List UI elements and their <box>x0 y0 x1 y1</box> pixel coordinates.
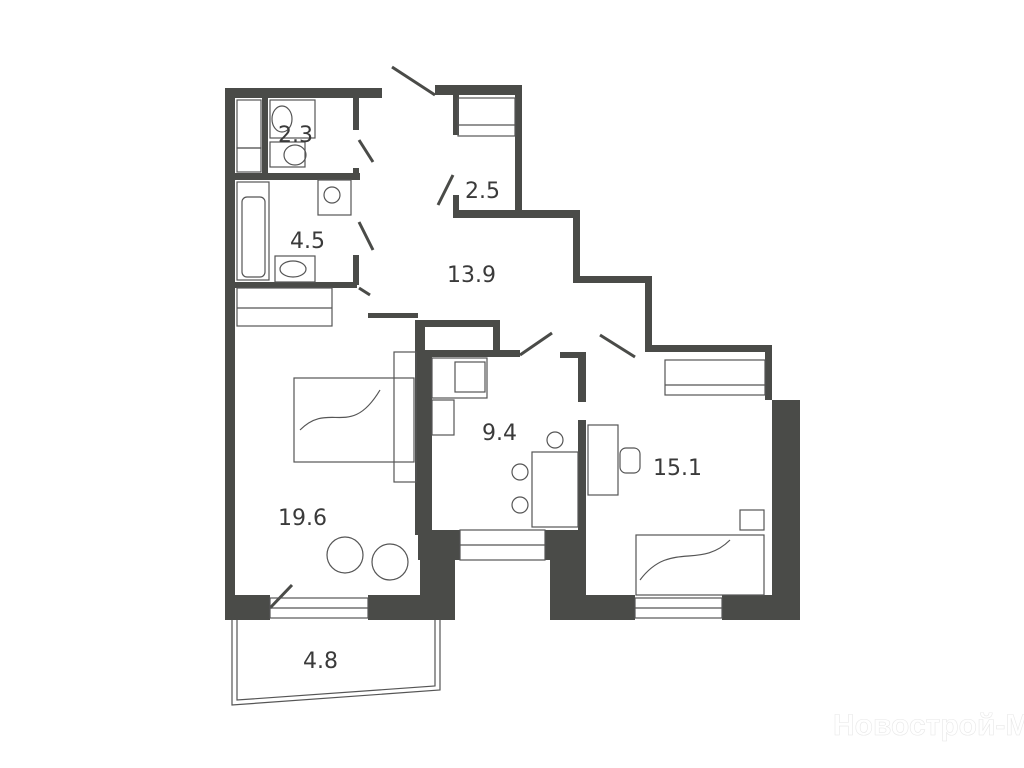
balcony <box>231 620 441 706</box>
room-labels: 2.3 2.5 4.5 13.9 9.4 15.1 19.6 4.8 <box>278 123 702 674</box>
room-area-hallway: 13.9 <box>447 263 496 288</box>
walls <box>225 85 800 620</box>
room-area-bathroom-small: 2.3 <box>278 123 313 148</box>
room-area-bedroom: 15.1 <box>653 456 702 481</box>
room-area-kitchen: 9.4 <box>482 421 517 446</box>
furniture <box>236 97 766 596</box>
watermark: Новострой-М <box>833 709 1024 742</box>
room-area-storage: 2.5 <box>465 179 500 204</box>
room-area-balcony: 4.8 <box>303 649 338 674</box>
room-area-living-room: 19.6 <box>278 506 327 531</box>
room-area-bathroom: 4.5 <box>290 229 325 254</box>
doors <box>268 65 636 610</box>
windows <box>269 529 723 619</box>
